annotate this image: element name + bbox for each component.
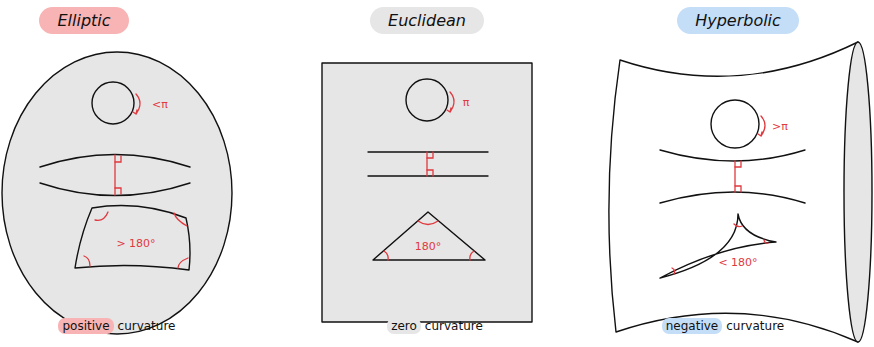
- right-angle-mark: [427, 152, 433, 176]
- flat-triangle: [373, 212, 485, 260]
- perpendicular: [114, 155, 115, 195]
- title-pill: Hyperbolic: [677, 7, 799, 34]
- highlight-tag: positive: [58, 318, 113, 334]
- spherical-triangle: [75, 206, 190, 270]
- sphere-outline: [2, 52, 232, 334]
- angle-label: > 180°: [116, 237, 155, 250]
- parallel-line: [368, 151, 488, 152]
- right-angle-mark: [735, 161, 741, 192]
- angle-arc: [84, 212, 188, 268]
- perpendicular: [734, 161, 735, 192]
- angle-arc: [672, 224, 768, 274]
- angle-label: 180°: [415, 240, 442, 253]
- small-circle: [711, 100, 759, 148]
- right-angle-mark: [115, 156, 121, 194]
- angle-arrow: [133, 94, 140, 114]
- geodesic-line: [660, 192, 805, 203]
- angle-label: π: [463, 96, 470, 109]
- parallel-line: [368, 175, 488, 176]
- plane-outline: [322, 63, 532, 322]
- angle-label: < 180°: [718, 256, 757, 269]
- angle-label: >π: [772, 120, 788, 133]
- small-circle: [406, 79, 448, 121]
- saddle-rim: [844, 42, 872, 342]
- geodesic-line: [660, 150, 805, 161]
- angle-arrow: [758, 116, 765, 136]
- node-text: zero: [391, 319, 417, 333]
- highlight-tag: zero: [387, 318, 421, 334]
- caption-word: curvature: [726, 319, 784, 333]
- title-pill: Elliptic: [39, 7, 128, 34]
- highlight-tag: negative: [662, 318, 722, 334]
- node-text: positive: [62, 319, 109, 333]
- angle-arrow: [447, 92, 454, 112]
- title-pill: Euclidean: [370, 7, 484, 34]
- small-circle: [92, 82, 134, 124]
- angle-arc: [384, 221, 474, 260]
- angle-label: <π: [152, 98, 168, 111]
- caption-word: curvature: [425, 319, 483, 333]
- node-text: Elliptic: [57, 11, 110, 30]
- saddle-outline: [609, 42, 869, 342]
- node-text: negative: [666, 319, 718, 333]
- caption-word: curvature: [118, 319, 176, 333]
- perpendicular: [426, 152, 427, 176]
- hyperbolic-triangle: [660, 214, 776, 278]
- node-text: Hyperbolic: [695, 11, 781, 30]
- node-text: Euclidean: [388, 11, 466, 30]
